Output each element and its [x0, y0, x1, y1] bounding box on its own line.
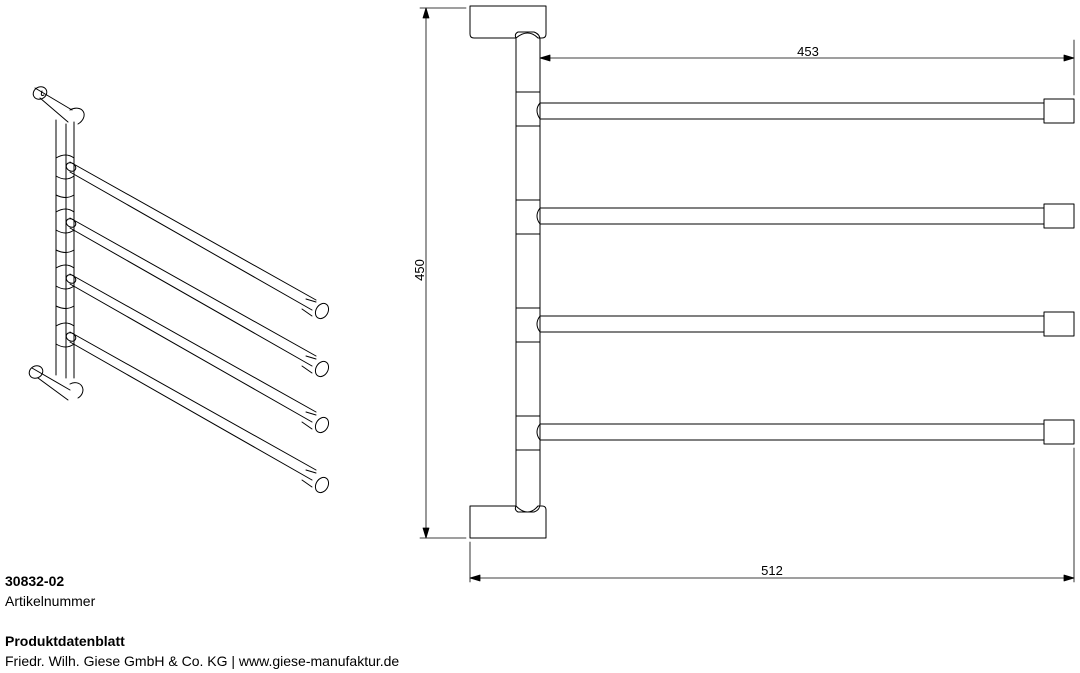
- dim-height-label: 450: [412, 259, 427, 281]
- front-view: [469, 5, 1075, 539]
- front-arm-3: [536, 311, 1075, 337]
- article-number: 30832-02: [5, 573, 65, 589]
- dim-total-width-label: 512: [761, 563, 783, 578]
- front-column: [514, 31, 541, 513]
- front-top-mount: [469, 5, 547, 39]
- dimension-lines: [419, 7, 1075, 583]
- front-column-joints: [515, 91, 541, 451]
- front-arm-4: [536, 419, 1075, 445]
- dim-height-line: [419, 7, 467, 539]
- iso-arm-3: [65, 273, 330, 434]
- isometric-view: [28, 86, 330, 494]
- front-arm-2: [536, 203, 1075, 229]
- iso-knuckles: [55, 154, 75, 348]
- iso-column: [55, 119, 75, 379]
- front-bottom-mount: [469, 505, 547, 539]
- dim-width-label: 453: [797, 44, 819, 59]
- iso-arm-1: [65, 161, 330, 320]
- iso-top-mount: [32, 86, 85, 125]
- iso-arm-4: [65, 331, 330, 494]
- sheet-title: Produktdatenblatt: [5, 633, 125, 649]
- dim-total-width-line: [469, 447, 1075, 583]
- company-line: Friedr. Wilh. Giese GmbH & Co. KG | www.…: [5, 653, 400, 669]
- front-arm-1: [536, 98, 1075, 124]
- iso-bottom-mount: [28, 365, 84, 401]
- iso-arm-2: [65, 217, 330, 378]
- article-number-label: Artikelnummer: [5, 593, 96, 609]
